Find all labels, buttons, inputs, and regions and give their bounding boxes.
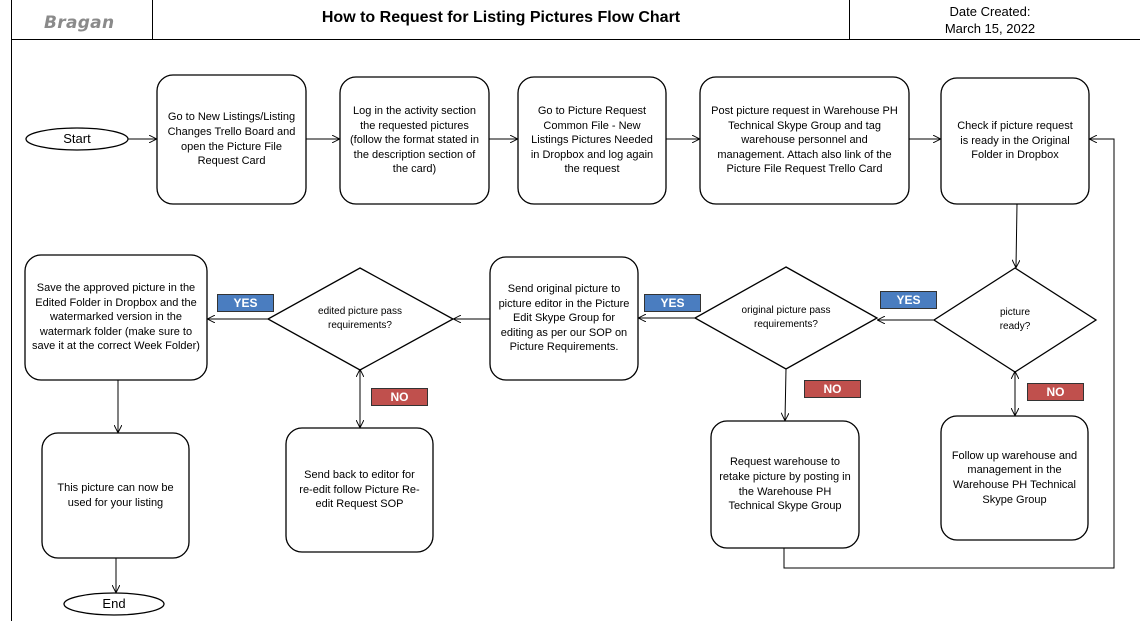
followup-text: Follow up warehouse and management in th… — [951, 449, 1078, 506]
save-text: Save the approved picture in the Edited … — [32, 282, 200, 353]
decision-original-text: original picture pass requirements? — [741, 305, 831, 330]
step4-text: Post picture request in Warehouse PH Tec… — [711, 105, 898, 176]
end-terminal — [63, 592, 165, 616]
yes-badge-original: YES — [644, 294, 701, 312]
reedit-text: Send back to editor for re-edit follow P… — [299, 469, 420, 511]
arrow-step5-to-decision-ready — [1016, 203, 1017, 267]
decision-edited-text: edited picture pass requirements? — [318, 306, 402, 331]
date-created-value: March 15, 2022 — [944, 21, 1036, 36]
no-badge-edited: NO — [371, 388, 428, 406]
step4-box — [699, 76, 910, 205]
retake-text: Request warehouse to retake picture by p… — [719, 456, 851, 513]
page-title: How to Request for Listing Pictures Flow… — [321, 9, 681, 26]
start-label: Start — [63, 130, 91, 146]
company-logo: Bragan — [44, 13, 115, 33]
logo-cell: Bragan — [11, 0, 153, 40]
no-badge-original: NO — [804, 380, 861, 398]
step3-text: Go to Picture Request Common File - New … — [530, 105, 654, 176]
use-text: This picture can now be used for your li… — [57, 481, 174, 509]
save-box — [24, 254, 208, 381]
step5-box — [940, 77, 1090, 205]
end-label: End — [102, 595, 126, 611]
retake-box — [710, 420, 860, 549]
date-created-label: Date Created: — [949, 4, 1031, 19]
followup-box — [940, 415, 1089, 541]
step3-box — [517, 76, 667, 205]
step5-text: Check if picture request is ready in the… — [957, 120, 1073, 162]
send-editor-text: Send original picture to picture editor … — [498, 283, 630, 354]
arrow-original-no — [785, 368, 786, 420]
yes-badge-edited: YES — [217, 294, 274, 312]
title-cell: How to Request for Listing Pictures Flow… — [153, 0, 849, 40]
decision-ready-text: picture ready? — [999, 307, 1031, 332]
flowchart-frame — [11, 40, 1140, 621]
step2-text: Log in the activity section the requeste… — [349, 105, 479, 176]
reedit-box — [285, 427, 434, 553]
arrow-retake-loop — [783, 139, 1115, 569]
step2-box — [339, 76, 490, 205]
date-cell: Date Created: March 15, 2022 — [849, 0, 1140, 40]
step1-text: Go to New Listings/Listing Changes Trell… — [167, 111, 296, 168]
no-badge-ready: NO — [1027, 383, 1084, 401]
header: Bragan How to Request for Listing Pictur… — [0, 0, 1140, 40]
yes-badge-ready: YES — [880, 291, 937, 309]
